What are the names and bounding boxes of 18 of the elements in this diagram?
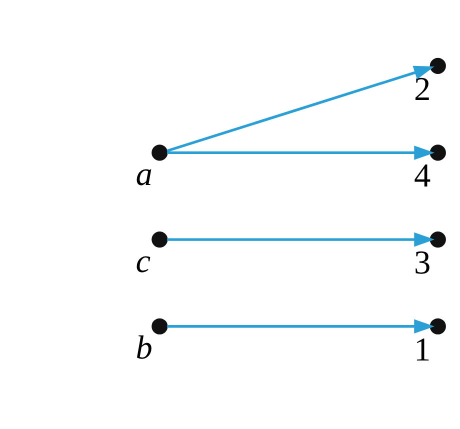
arrow	[167, 232, 435, 247]
node-circle	[430, 232, 446, 248]
node-label: 4	[414, 158, 431, 195]
node-label: b	[136, 330, 152, 367]
node-circle	[430, 144, 446, 161]
node-label: 3	[414, 244, 431, 282]
node-circle	[430, 58, 446, 74]
node-label: c	[136, 242, 151, 280]
arrow	[167, 319, 435, 334]
node-circle	[152, 144, 168, 161]
node-label: 2	[414, 70, 431, 108]
arrow	[167, 146, 435, 160]
arrow	[166, 66, 434, 152]
node-circle	[430, 318, 446, 334]
node-circle	[152, 232, 168, 248]
node-label: 1	[414, 331, 431, 368]
node-label: a	[136, 156, 152, 193]
node-circle	[152, 318, 168, 334]
